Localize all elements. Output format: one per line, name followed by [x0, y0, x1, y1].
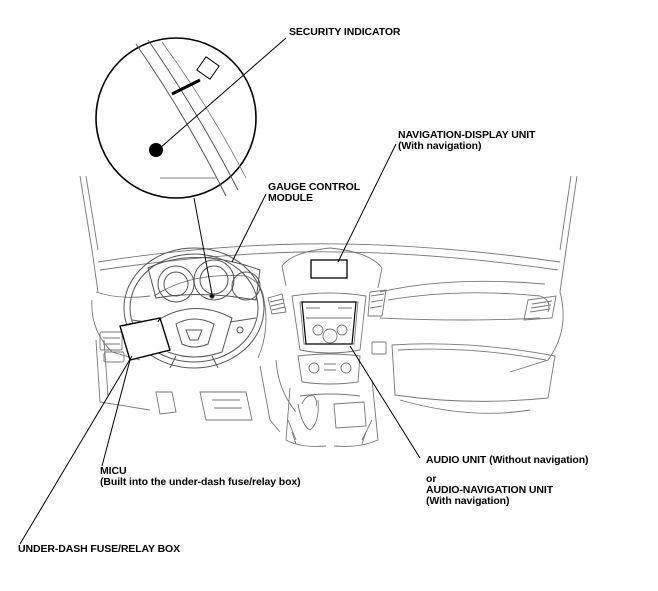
audio-or-label: or — [426, 473, 437, 485]
gauge-cluster — [147, 257, 261, 303]
gauge-control-module-label: GAUGE CONTROL — [268, 181, 361, 193]
audio-unit — [301, 301, 357, 345]
audio-navigation-unit-label: AUDIO-NAVIGATION UNIT — [426, 484, 554, 496]
micu-label: MICU — [100, 465, 127, 477]
micu-sublabel: (Built into the under-dash fuse/relay bo… — [100, 476, 301, 488]
dashboard-outline — [79, 175, 578, 447]
under-dash-fuse-relay-box-label: UNDER-DASH FUSE/RELAY BOX — [18, 543, 181, 555]
leader-lines — [19, 37, 421, 545]
audio-navigation-unit-sublabel: (With navigation) — [426, 495, 510, 507]
navigation-display-label: NAVIGATION-DISPLAY UNIT — [398, 129, 536, 141]
security-indicator-dot — [149, 143, 163, 157]
magnified-detail — [95, 37, 257, 199]
micu-relay-box — [119, 317, 171, 361]
security-indicator-label: SECURITY INDICATOR — [289, 26, 401, 38]
navigation-display-unit — [310, 259, 348, 279]
audio-unit-label: AUDIO UNIT (Without navigation) — [426, 454, 589, 466]
gauge-control-module-sublabel: MODULE — [268, 192, 313, 204]
navigation-display-sublabel: (With navigation) — [398, 140, 482, 152]
